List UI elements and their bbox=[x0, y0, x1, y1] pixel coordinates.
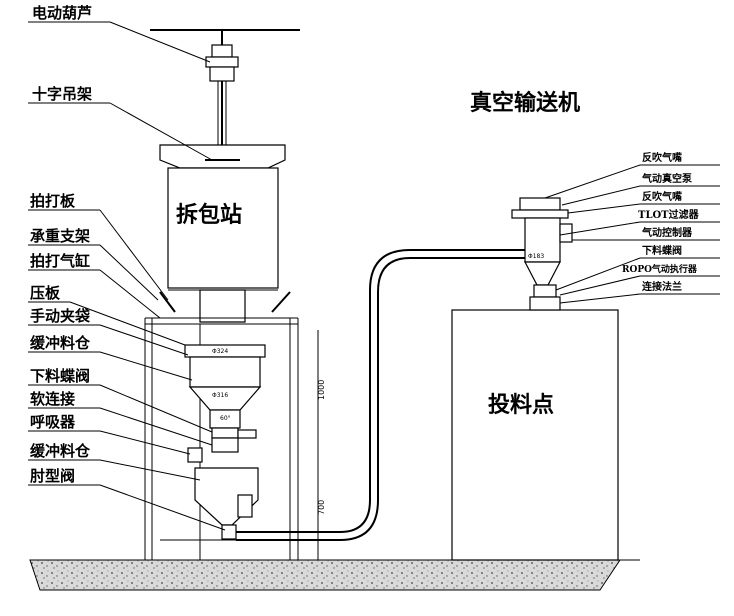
label-vacuum-pump: 气动真空泵 bbox=[641, 172, 693, 185]
unpacking-station bbox=[159, 144, 291, 323]
label-cross-hanger: 十字吊架 bbox=[32, 85, 92, 103]
dim-700: 700 bbox=[317, 500, 326, 515]
electric-hoist bbox=[205, 30, 239, 160]
label-flange: 连接法兰 bbox=[642, 280, 682, 293]
feeding-point-box bbox=[451, 309, 619, 561]
label-load-support: 承重支架 bbox=[30, 227, 90, 245]
discharge-valve-assembly bbox=[211, 427, 257, 453]
label-right-discharge-valve: 下料蝶阀 bbox=[642, 244, 682, 257]
dim-phi183: Φ183 bbox=[528, 253, 544, 260]
breather bbox=[187, 447, 203, 463]
vacuum-conveyor bbox=[511, 197, 573, 311]
label-buffer-bin-1: 缓冲料仓 bbox=[30, 334, 91, 352]
label-blowback-nozzle-1: 反吹气嘴 bbox=[642, 151, 682, 164]
buffer-bin-1 bbox=[184, 344, 266, 429]
label-discharge-valve: 下料蝶阀 bbox=[30, 367, 90, 385]
dim-phi324: Φ324 bbox=[212, 348, 228, 355]
label-soft-connection: 软连接 bbox=[30, 390, 75, 408]
conveying-pipe bbox=[236, 249, 525, 541]
ground bbox=[29, 559, 621, 591]
label-filter: TLOT过滤器 bbox=[638, 208, 700, 221]
label-vacuum-conveyor: 真空输送机 bbox=[470, 90, 580, 116]
label-pat-plate: 拍打板 bbox=[30, 192, 76, 210]
label-blowback-nozzle-2: 反吹气嘴 bbox=[642, 190, 682, 203]
label-manual-clamp: 手动夹袋 bbox=[30, 307, 91, 325]
label-pat-cylinder: 拍打气缸 bbox=[30, 252, 90, 270]
label-unpacking-station: 拆包站 bbox=[176, 202, 242, 228]
label-buffer-bin-2: 缓冲料仓 bbox=[30, 442, 91, 460]
label-actuator: ROPO气动执行器 bbox=[622, 263, 698, 275]
label-pneumatic-controller: 气动控制器 bbox=[641, 226, 693, 239]
label-hoist: 电动葫芦 bbox=[32, 4, 92, 22]
dim-phi316: Φ316 bbox=[212, 392, 228, 399]
label-breather: 呼吸器 bbox=[30, 413, 76, 431]
leader-lines-left bbox=[28, 21, 226, 531]
label-feeding-point: 投料点 bbox=[488, 392, 554, 418]
buffer-bin-2 bbox=[194, 467, 259, 540]
label-elbow-valve: 肘型阀 bbox=[30, 467, 75, 485]
dim-1000: 1000 bbox=[317, 380, 326, 400]
dim-angle60: 60° bbox=[220, 415, 231, 422]
leader-lines-right bbox=[544, 164, 720, 304]
label-press-plate: 压板 bbox=[30, 284, 61, 302]
